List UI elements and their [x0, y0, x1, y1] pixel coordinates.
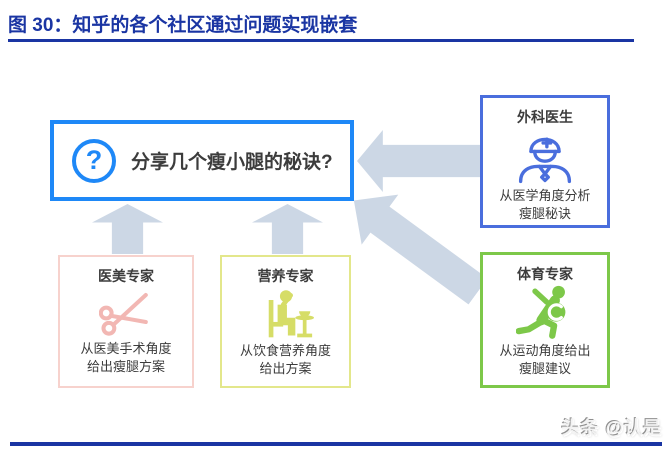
desc-line: 瘦腿秘诀 — [518, 206, 571, 222]
desc-line: 从医美手术角度 — [80, 341, 172, 356]
expert-title: 外科医生 — [517, 109, 573, 125]
running-person-icon — [516, 284, 574, 342]
bottom-rule — [10, 442, 662, 446]
expert-desc: 从饮食营养角度 给出方案 — [240, 342, 331, 378]
expert-desc: 从运动角度给出 瘦腿建议 — [499, 342, 590, 378]
desc-line: 瘦腿建议 — [518, 361, 571, 377]
question-box: ? 分享几个瘦小腿的秘诀? — [50, 120, 354, 201]
arrow-diagonal-from-sports-expert — [336, 176, 497, 317]
expert-box-medical-beauty: 医美专家 从医美手术角度 给出瘦腿方案 — [58, 255, 194, 388]
desc-line: 从运动角度给出 — [499, 343, 591, 358]
figure-title: 图 30：知乎的各个社区通过问题实现嵌套 — [8, 15, 358, 36]
arrow-left-from-surgeon — [357, 130, 480, 192]
expert-box-sports: 体育专家 从运动角度给出 瘦腿建议 — [480, 252, 610, 388]
watermark: 头条 @认是 — [561, 418, 662, 438]
question-text: 分享几个瘦小腿的秘诀? — [131, 152, 333, 173]
desc-line: 给出瘦腿方案 — [86, 359, 165, 375]
doctor-icon — [515, 127, 575, 187]
desc-line: 从医学角度分析 — [499, 188, 591, 203]
expert-desc: 从医美手术角度 给出瘦腿方案 — [80, 340, 171, 376]
expert-box-surgeon: 外科医生 从医学角度分析 瘦腿秘诀 — [480, 95, 610, 228]
desc-line: 从饮食营养角度 — [239, 343, 331, 358]
expert-box-nutrition: 营养专家 从饮食营养角度 给出方案 — [220, 255, 351, 388]
dining-person-icon — [258, 286, 314, 342]
scissors-icon — [99, 286, 153, 340]
expert-title: 体育专家 — [517, 266, 573, 282]
arrow-up-from-beauty-expert — [92, 204, 163, 254]
title-underline — [8, 39, 634, 42]
question-mark-icon: ? — [72, 138, 116, 183]
expert-title: 医美专家 — [98, 268, 154, 284]
expert-desc: 从医学角度分析 瘦腿秘诀 — [499, 187, 590, 223]
arrow-up-from-nutrition-expert — [252, 204, 323, 254]
expert-title: 营养专家 — [257, 268, 314, 284]
desc-line: 给出方案 — [259, 361, 312, 377]
